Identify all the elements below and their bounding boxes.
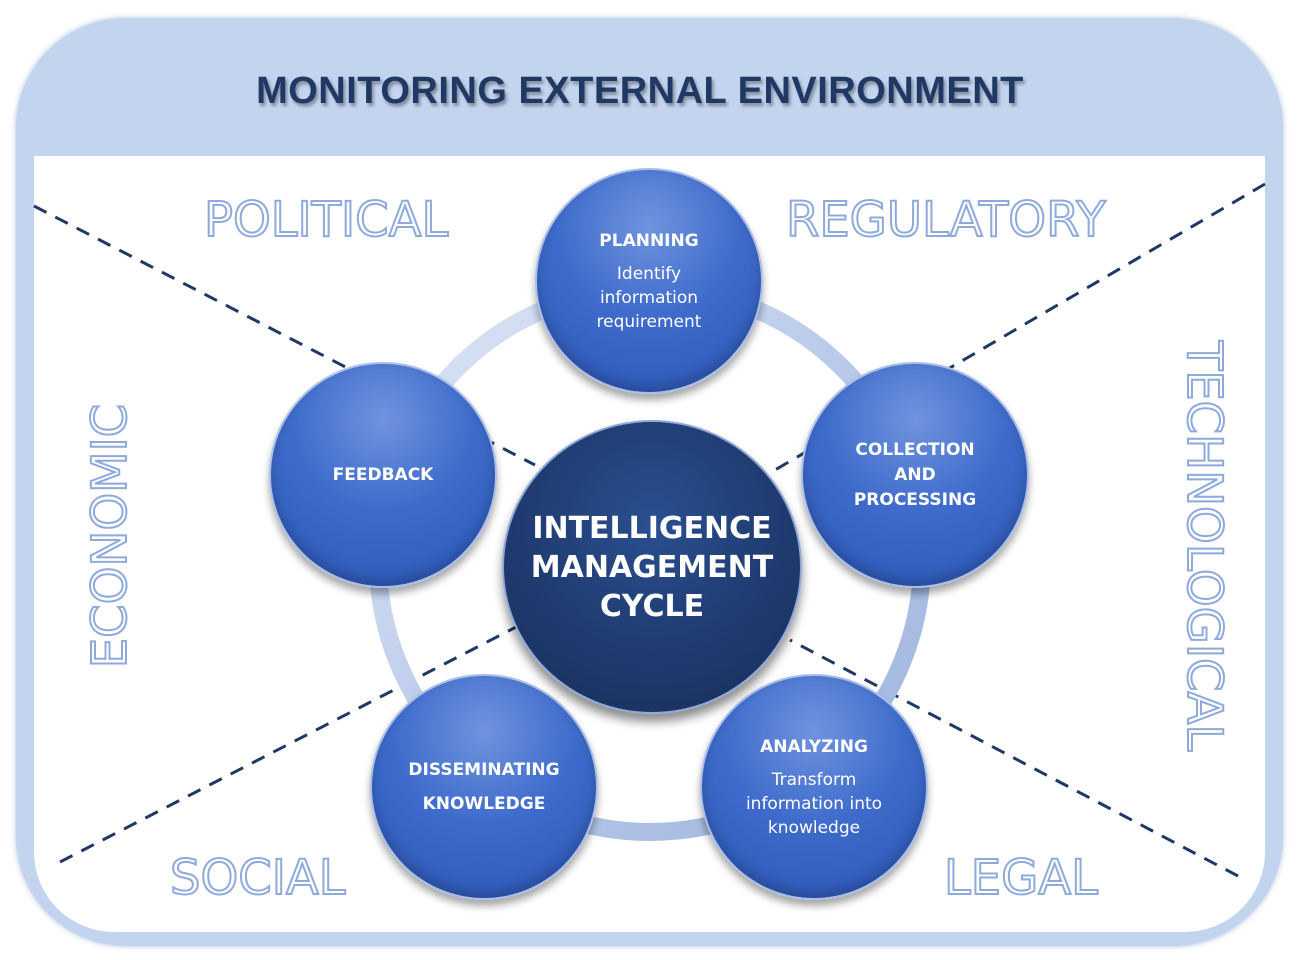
- center-label: INTELLIGENCE MANAGEMENT CYCLE: [530, 510, 774, 624]
- factor-economic: ECONOMIC: [81, 403, 139, 669]
- node-collection-title: COLLECTION AND PROCESSING: [853, 439, 977, 510]
- node-disseminating-knowledge: DISSEMINATING KNOWLEDGE: [370, 674, 598, 900]
- diagram-title: MONITORING EXTERNAL ENVIRONMENT: [256, 70, 1024, 112]
- divider-line-bottom-right: [789, 638, 1239, 878]
- node-collection-processing: COLLECTION AND PROCESSING: [801, 362, 1029, 588]
- node-analyzing-desc: Transform information into knowledge: [745, 769, 883, 838]
- center-intelligence-management-cycle: INTELLIGENCE MANAGEMENT CYCLE: [502, 420, 802, 714]
- node-planning-desc: Identify information requirement: [596, 263, 702, 332]
- node-feedback: FEEDBACK: [269, 362, 497, 588]
- factor-political: POLITICAL: [203, 192, 449, 248]
- node-analyzing: ANALYZING Transform information into kno…: [700, 674, 928, 900]
- factor-legal: LEGAL: [943, 850, 1099, 906]
- node-feedback-title: FEEDBACK: [332, 464, 434, 485]
- node-planning-title: PLANNING: [599, 230, 699, 251]
- factor-social: SOCIAL: [169, 850, 346, 906]
- node-disseminating-title: DISSEMINATING KNOWLEDGE: [408, 760, 560, 814]
- factor-regulatory: REGULATORY: [785, 192, 1107, 248]
- node-analyzing-title: ANALYZING: [760, 736, 868, 757]
- node-planning: PLANNING Identify information requiremen…: [535, 168, 763, 394]
- factor-technological: TECHNOLOGICAL: [1175, 340, 1233, 752]
